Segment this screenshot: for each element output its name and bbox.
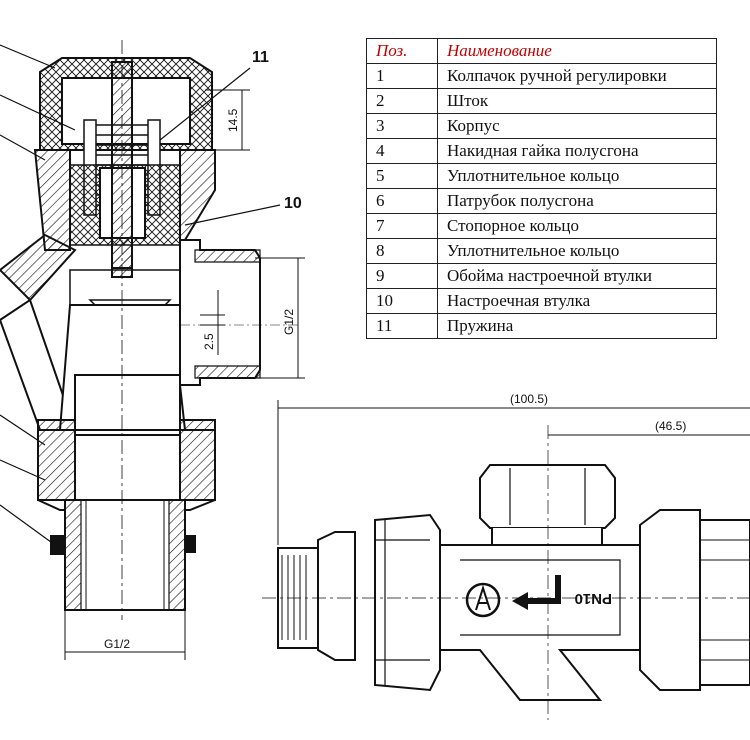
left-tailpiece — [277, 547, 319, 649]
dim-partial-label: (46.5) — [655, 419, 686, 433]
seal-ring-right — [184, 535, 196, 553]
row-name: Патрубок полусгона — [437, 188, 717, 214]
row-name: Шток — [437, 88, 717, 114]
row-pos: 1 — [366, 63, 438, 89]
callout-11: 11 — [252, 49, 269, 66]
row-name: Обойма настроечной втулки — [437, 263, 717, 289]
row-pos: 5 — [366, 163, 438, 189]
row-name: Стопорное кольцо — [437, 213, 717, 239]
row-name: Уплотнительное кольцо — [437, 238, 717, 264]
row-pos: 11 — [366, 313, 438, 339]
side-body — [439, 544, 641, 701]
section-view — [0, 40, 305, 660]
side-union-nut — [317, 531, 356, 661]
header-name: Наименование — [437, 38, 717, 64]
row-pos: 9 — [366, 263, 438, 289]
header-pos: Поз. — [366, 38, 438, 64]
dim-total-label: (100.5) — [510, 392, 548, 406]
parts-table-header: Поз. Наименование — [366, 38, 717, 64]
row-pos: 2 — [366, 88, 438, 114]
pn-marking: PN10 — [574, 590, 612, 607]
row-name: Пружина — [437, 313, 717, 339]
row-pos: 8 — [366, 238, 438, 264]
inclined-inlet — [0, 233, 77, 302]
dim-thread-side-label: G1/2 — [282, 309, 296, 335]
right-nut — [639, 509, 701, 691]
side-view — [262, 400, 750, 720]
seal-ring-left — [50, 535, 66, 555]
dim-height-label: 14.5 — [226, 108, 240, 132]
union-tailpiece — [64, 499, 186, 611]
row-name: Настроечная втулка — [437, 288, 717, 314]
row-name: Колпачок ручной регулировки — [437, 63, 717, 89]
row-name: Накидная гайка полусгона — [437, 138, 717, 164]
row-pos: 6 — [366, 188, 438, 214]
row-pos: 7 — [366, 213, 438, 239]
callout-10: 10 — [284, 195, 302, 212]
union-nut — [37, 429, 216, 511]
flow-arrow-icon — [512, 575, 561, 610]
top-nut — [479, 464, 616, 529]
valve-body-upper — [33, 149, 71, 251]
row-name: Корпус — [437, 113, 717, 139]
row-name: Уплотнительное кольцо — [437, 163, 717, 189]
row-pos: 10 — [366, 288, 438, 314]
dim-small-label: 2.5 — [202, 333, 216, 350]
row-pos: 4 — [366, 138, 438, 164]
dim-thread-bottom-label: G1/2 — [104, 637, 130, 651]
row-pos: 3 — [366, 113, 438, 139]
